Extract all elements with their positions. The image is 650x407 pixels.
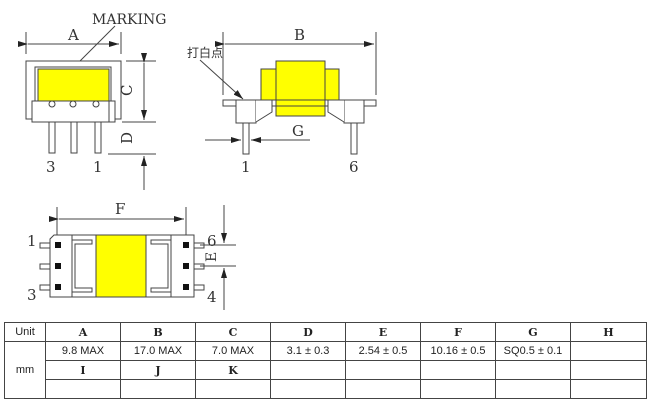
dot-leader xyxy=(199,59,244,100)
bottom-pin-label-1: 1 xyxy=(27,232,37,250)
value-b: 17.0 MAX xyxy=(120,341,196,361)
value-e: 2.54 ± 0.5 xyxy=(345,341,421,361)
table-row: I J K xyxy=(5,360,647,380)
value-d: 3.1 ± 0.3 xyxy=(270,341,346,361)
unit-value: mm xyxy=(4,341,46,399)
value-empty xyxy=(495,379,571,399)
dimension-table: Unit A B C D E F G H mm 9.8 MAX 17.0 MAX… xyxy=(4,322,647,399)
value-h xyxy=(570,341,647,361)
dim-label-a: A xyxy=(67,26,79,44)
header-empty xyxy=(270,360,346,380)
side-core xyxy=(275,60,326,117)
header-d: D xyxy=(270,322,346,342)
header-e: E xyxy=(345,322,421,342)
header-i: I xyxy=(45,360,121,380)
value-c: 7.0 MAX xyxy=(195,341,271,361)
front-view xyxy=(18,25,156,190)
unit-header: Unit xyxy=(4,322,46,342)
side-view xyxy=(199,32,377,155)
marking-leader xyxy=(79,25,116,62)
header-g: G xyxy=(495,322,571,342)
side-pin-label-6: 6 xyxy=(349,158,359,176)
header-empty xyxy=(345,360,421,380)
header-a: A xyxy=(45,322,121,342)
front-core xyxy=(37,68,110,102)
value-k xyxy=(195,379,271,399)
bottom-pin-label-3: 3 xyxy=(27,286,37,304)
table-row: mm 9.8 MAX 17.0 MAX 7.0 MAX 3.1 ± 0.3 2.… xyxy=(4,341,647,399)
bottom-pin-label-4: 4 xyxy=(207,288,217,306)
table-row xyxy=(5,379,647,399)
dim-label-f: F xyxy=(115,200,125,218)
value-empty xyxy=(345,379,421,399)
dim-label-c: C xyxy=(118,85,136,96)
bottom-core xyxy=(95,234,147,298)
header-j: J xyxy=(120,360,196,380)
pin-label-1: 1 xyxy=(93,158,103,176)
header-k: K xyxy=(195,360,271,380)
header-b: B xyxy=(120,322,196,342)
header-h: H xyxy=(570,322,647,342)
dim-label-e: E xyxy=(204,252,220,262)
pad-markers xyxy=(55,242,189,290)
dim-label-g: G xyxy=(292,122,304,140)
value-a: 9.8 MAX xyxy=(45,341,121,361)
header-c: C xyxy=(195,322,271,342)
value-empty xyxy=(270,379,346,399)
bottom-view xyxy=(39,205,236,310)
header-empty xyxy=(570,360,647,380)
marking-label: MARKING xyxy=(92,12,166,28)
value-j xyxy=(120,379,196,399)
value-g: SQ0.5 ± 0.1 xyxy=(495,341,571,361)
value-i xyxy=(45,379,121,399)
transformer-drawing: MARKING A C D 3 1 打白点 B G 1 6 xyxy=(18,12,377,310)
value-empty xyxy=(570,379,647,399)
header-empty xyxy=(495,360,571,380)
bottom-pin-label-6: 6 xyxy=(207,232,217,250)
dim-label-b: B xyxy=(294,26,305,44)
header-f: F xyxy=(420,322,496,342)
dot-label: 打白点 xyxy=(187,45,223,60)
table-row: Unit A B C D E F G H xyxy=(4,322,647,342)
dim-label-d: D xyxy=(118,132,136,144)
value-f: 10.16 ± 0.5 xyxy=(420,341,496,361)
pin-label-3: 3 xyxy=(46,158,56,176)
value-empty xyxy=(420,379,496,399)
side-pin-label-1: 1 xyxy=(241,158,251,176)
header-empty xyxy=(420,360,496,380)
